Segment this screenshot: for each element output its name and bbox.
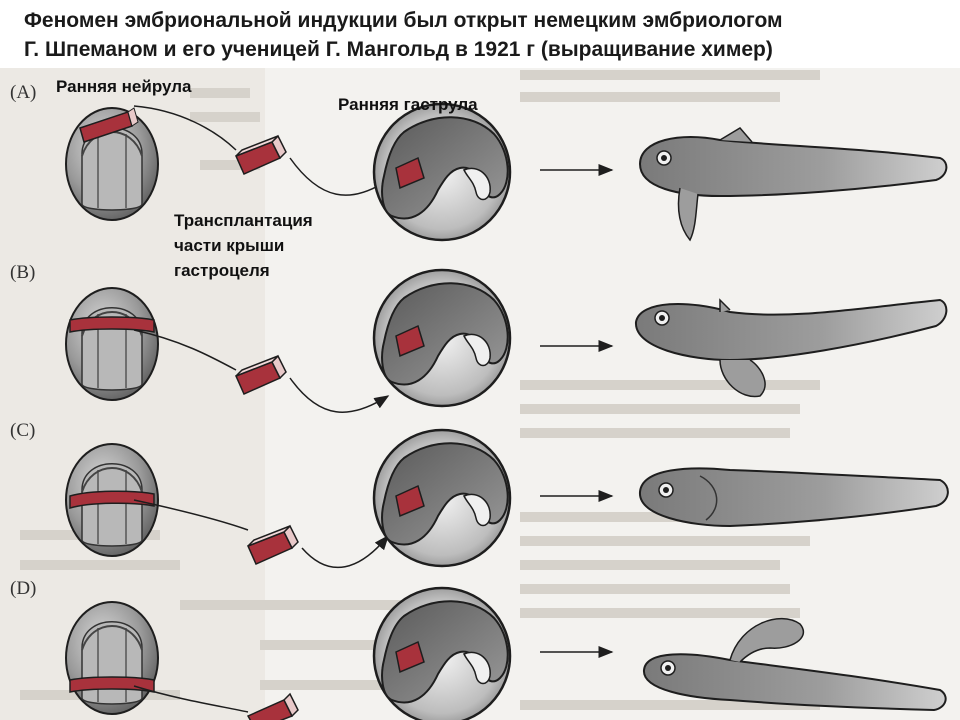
row-label-c: (C) [10, 420, 36, 441]
label-transplantation-line-1: Трансплантация [174, 211, 313, 230]
row-label-d: (D) [10, 578, 37, 599]
gastrula-c [372, 428, 512, 568]
label-early-neurula: Ранняя нейрула [56, 77, 192, 96]
gastrula-b [372, 268, 512, 408]
graft-piece-a [235, 135, 287, 175]
row-a [65, 102, 948, 242]
row-label-b: (B) [10, 262, 36, 283]
tadpole-c [638, 467, 949, 528]
label-early-gastrula: Ранняя гаструла [338, 95, 478, 114]
title-line-1: Феномен эмбриональной индукции был откры… [24, 9, 783, 32]
label-transplantation-line-2: части крыши [174, 236, 285, 255]
neurula-d [65, 601, 159, 715]
label-transplantation-line-3: гастроцеля [174, 261, 270, 280]
tadpole-a [638, 127, 948, 242]
graft-site-d [69, 676, 155, 693]
gastrula-d [372, 586, 512, 720]
graft-site-c [69, 490, 155, 510]
label-transplantation: Трансплантация части крыши гастроцеля [174, 208, 313, 283]
title-line-2: Г. Шпеманом и его ученицей Г. Мангольд в… [24, 38, 773, 61]
row-b [65, 268, 948, 413]
graft-piece-b [235, 355, 287, 395]
gastrula-a [372, 102, 512, 242]
row-d [65, 586, 947, 720]
row-label-a: (A) [10, 82, 37, 103]
neurula-b [65, 287, 159, 401]
row-c [65, 428, 949, 569]
graft-site-b [69, 316, 155, 333]
tadpole-d [642, 617, 947, 712]
slide-title: Феномен эмбриональной индукции был откры… [24, 6, 944, 64]
graft-piece-c [247, 525, 299, 565]
tadpole-b [634, 298, 948, 398]
